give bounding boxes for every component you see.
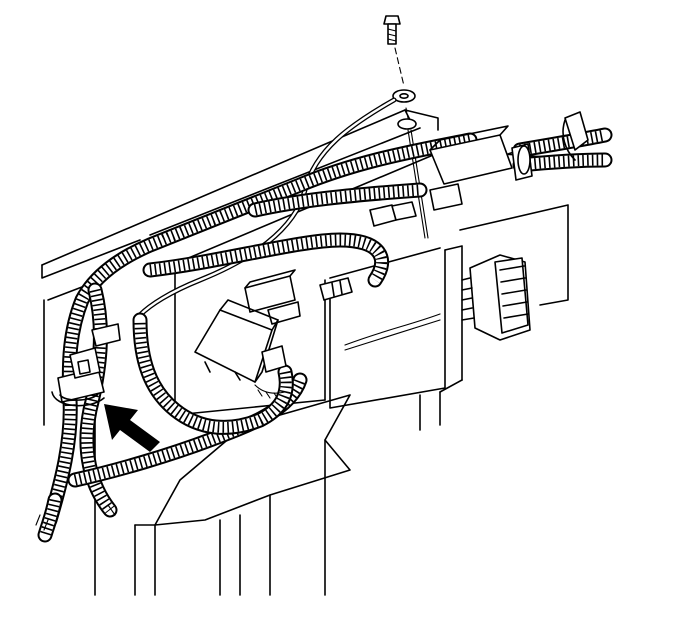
electrical-connector	[319, 277, 353, 301]
ground-eyelet	[392, 89, 416, 103]
callout-arrow	[104, 404, 160, 452]
washer	[397, 118, 417, 130]
harness-clip	[51, 323, 121, 407]
relay-connector	[244, 269, 301, 325]
multi-pin-connector	[461, 254, 531, 341]
upper-connectors	[369, 111, 589, 227]
control-module	[194, 299, 287, 383]
wire-details	[35, 384, 286, 531]
bolt	[383, 15, 401, 45]
wiring-harness	[37, 127, 613, 543]
